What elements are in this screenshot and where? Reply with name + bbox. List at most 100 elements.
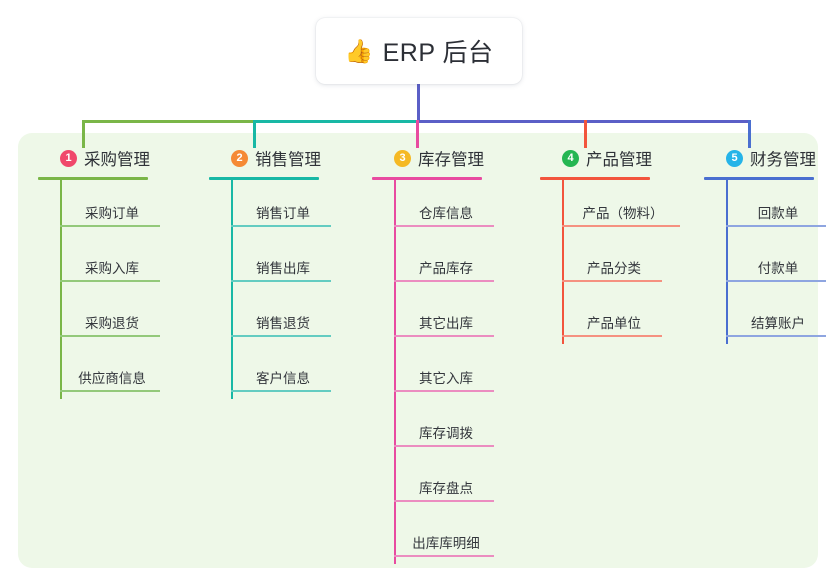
- branch-leaf-list-2: 销售订单 销售出库 销售退货 客户信息: [209, 180, 359, 400]
- root-node-erp-backend[interactable]: 👍 ERP 后台: [316, 18, 522, 84]
- branch-rule-4: [540, 177, 650, 180]
- connector-bus-right: [416, 120, 751, 123]
- branch-rule-3: [372, 177, 482, 180]
- connector-drop-col4: [584, 120, 587, 148]
- leaf-rule: [726, 280, 826, 282]
- leaf-item[interactable]: 销售订单: [209, 180, 359, 235]
- leaf-label: 出库库明细: [412, 536, 480, 551]
- leaf-label: 其它出库: [419, 316, 473, 331]
- leaf-item[interactable]: 供应商信息: [38, 345, 188, 400]
- branch-title-1: 采购管理: [84, 151, 150, 169]
- leaf-label: 销售退货: [256, 316, 310, 331]
- branch-spine-5: [726, 180, 728, 344]
- leaf-label: 库存调拨: [419, 426, 473, 441]
- leaf-label: 采购入库: [85, 261, 139, 276]
- leaf-rule: [562, 335, 662, 337]
- leaf-rule: [231, 280, 331, 282]
- branch-header-5[interactable]: 5 财务管理: [704, 145, 839, 171]
- leaf-label: 采购订单: [85, 206, 139, 221]
- connector-bus-middle: [253, 120, 418, 123]
- leaf-item[interactable]: 出库库明细: [372, 510, 532, 565]
- leaf-label: 付款单: [757, 261, 799, 276]
- leaf-item[interactable]: 其它入库: [372, 345, 532, 400]
- leaf-rule: [394, 280, 494, 282]
- root-node-label: ERP 后台: [382, 39, 494, 67]
- leaf-item[interactable]: 采购退货: [38, 290, 188, 345]
- leaf-rule: [231, 390, 331, 392]
- leaf-label: 采购退货: [85, 316, 139, 331]
- leaf-rule: [60, 390, 160, 392]
- diagram-panel: [18, 133, 818, 568]
- leaf-item[interactable]: 其它出库: [372, 290, 532, 345]
- leaf-rule: [562, 225, 680, 227]
- branch-rule-1: [38, 177, 148, 180]
- leaf-item[interactable]: 产品单位: [540, 290, 710, 345]
- leaf-label: 供应商信息: [78, 371, 146, 386]
- branch-column-5: 5 财务管理 回款单 付款单 结算账户: [704, 145, 839, 345]
- branch-badge-4: 4: [562, 149, 579, 167]
- branch-header-2[interactable]: 2 销售管理: [209, 145, 359, 171]
- leaf-rule: [394, 390, 494, 392]
- connector-drop-col3: [416, 120, 419, 148]
- leaf-label: 结算账户: [751, 316, 805, 331]
- leaf-item[interactable]: 库存调拨: [372, 400, 532, 455]
- leaf-item[interactable]: 产品分类: [540, 235, 710, 290]
- leaf-item[interactable]: 回款单: [704, 180, 839, 235]
- leaf-item[interactable]: 采购订单: [38, 180, 188, 235]
- leaf-label: 销售出库: [256, 261, 310, 276]
- branch-spine-3: [394, 180, 396, 564]
- branch-column-1: 1 采购管理 采购订单 采购入库 采购退货 供应商信息: [38, 145, 188, 400]
- branch-header-1[interactable]: 1 采购管理: [38, 145, 188, 171]
- branch-leaf-list-1: 采购订单 采购入库 采购退货 供应商信息: [38, 180, 188, 400]
- leaf-rule: [562, 280, 662, 282]
- leaf-rule: [394, 500, 494, 502]
- leaf-rule: [60, 225, 160, 227]
- branch-column-3: 3 库存管理 仓库信息 产品库存 其它出库 其它入库 库存调拨: [372, 145, 532, 565]
- leaf-label: 产品分类: [587, 261, 641, 276]
- leaf-label: 库存盘点: [419, 481, 473, 496]
- leaf-label: 产品（物料）: [582, 206, 664, 221]
- branch-leaf-list-4: 产品（物料） 产品分类 产品单位: [540, 180, 710, 345]
- branch-leaf-list-3: 仓库信息 产品库存 其它出库 其它入库 库存调拨 库存盘点: [372, 180, 532, 565]
- leaf-item[interactable]: 仓库信息: [372, 180, 532, 235]
- leaf-rule: [394, 225, 494, 227]
- branch-leaf-list-5: 回款单 付款单 结算账户: [704, 180, 839, 345]
- leaf-item[interactable]: 销售出库: [209, 235, 359, 290]
- leaf-item[interactable]: 付款单: [704, 235, 839, 290]
- branch-badge-3: 3: [394, 149, 411, 167]
- leaf-item[interactable]: 销售退货: [209, 290, 359, 345]
- branch-badge-2: 2: [231, 149, 248, 167]
- leaf-label: 其它入库: [419, 371, 473, 386]
- branch-spine-1: [60, 180, 62, 399]
- leaf-item[interactable]: 产品（物料）: [540, 180, 710, 235]
- branch-column-2: 2 销售管理 销售订单 销售出库 销售退货 客户信息: [209, 145, 359, 400]
- branch-title-3: 库存管理: [418, 151, 484, 169]
- leaf-rule: [231, 335, 331, 337]
- leaf-label: 客户信息: [256, 371, 310, 386]
- leaf-item[interactable]: 库存盘点: [372, 455, 532, 510]
- connector-drop-col5: [748, 120, 751, 148]
- branch-title-2: 销售管理: [255, 151, 321, 169]
- branch-badge-1: 1: [60, 149, 77, 167]
- leaf-label: 产品单位: [587, 316, 641, 331]
- leaf-label: 产品库存: [419, 261, 473, 276]
- branch-title-5: 财务管理: [750, 151, 816, 169]
- leaf-item[interactable]: 结算账户: [704, 290, 839, 345]
- connector-drop-col2: [253, 120, 256, 148]
- leaf-label: 回款单: [757, 206, 799, 221]
- leaf-rule: [60, 335, 160, 337]
- branch-header-4[interactable]: 4 产品管理: [540, 145, 710, 171]
- branch-spine-4: [562, 180, 564, 344]
- leaf-item[interactable]: 采购入库: [38, 235, 188, 290]
- branch-rule-2: [209, 177, 319, 180]
- branch-rule-5: [704, 177, 814, 180]
- leaf-item[interactable]: 客户信息: [209, 345, 359, 400]
- leaf-label: 销售订单: [256, 206, 310, 221]
- connector-trunk: [417, 84, 420, 122]
- branch-header-3[interactable]: 3 库存管理: [372, 145, 532, 171]
- leaf-item[interactable]: 产品库存: [372, 235, 532, 290]
- branch-spine-2: [231, 180, 233, 399]
- leaf-rule: [394, 555, 494, 557]
- connector-drop-col1: [82, 120, 85, 148]
